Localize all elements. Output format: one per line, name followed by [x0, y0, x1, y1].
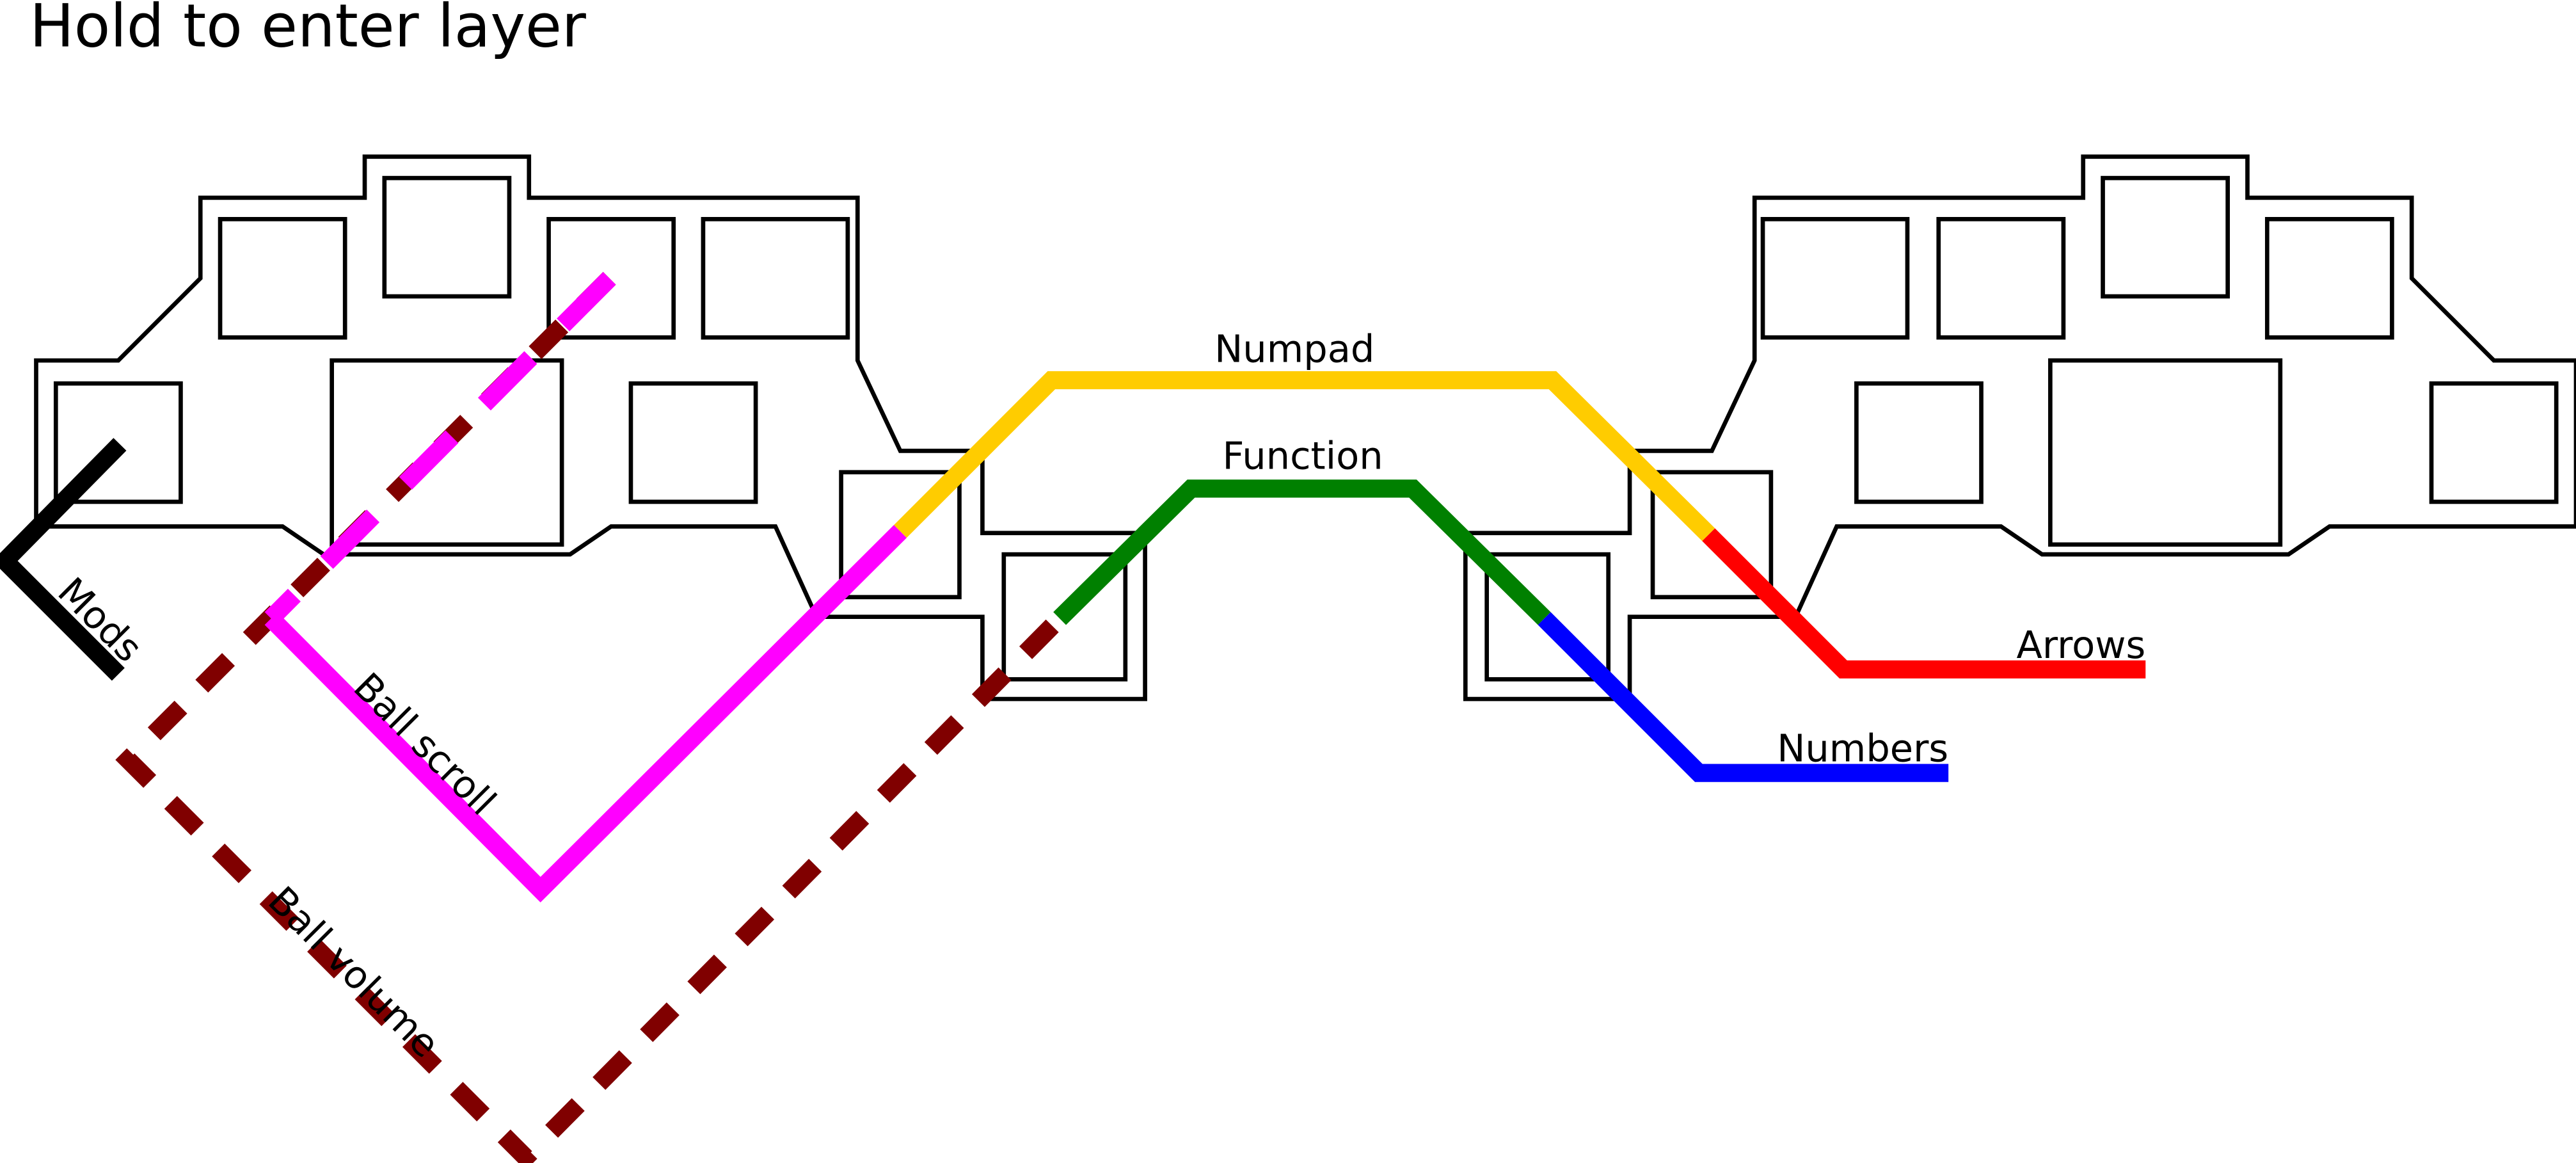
- ball-scroll-route: [264, 271, 616, 625]
- left-key: [53, 381, 183, 504]
- right-key: [2429, 381, 2559, 504]
- left-key: [330, 358, 564, 547]
- ball-scroll-label: Ball scroll: [346, 664, 505, 824]
- right-key: [2264, 217, 2394, 340]
- arrows-label: Arrows: [2016, 623, 2145, 667]
- diagram-title: Hold to enter layer: [29, 0, 586, 61]
- arrows-route: [1702, 528, 2146, 678]
- right-key: [1936, 217, 2066, 340]
- numpad-route: [894, 371, 1715, 541]
- mods-route: [0, 438, 127, 681]
- layer-labels: Numpad Function Arrows Numbers Mods Ball…: [49, 327, 2145, 1066]
- layer-routes: [0, 271, 2146, 1163]
- function-label: Function: [1223, 434, 1383, 478]
- left-key: [628, 381, 758, 504]
- ball-scroll-route-lower: [264, 525, 907, 902]
- right-key: [1760, 217, 1910, 340]
- left-key: [701, 217, 850, 340]
- right-half-outline: [1463, 154, 2576, 702]
- right-key: [2048, 358, 2283, 547]
- left-half-outline: [34, 154, 1147, 702]
- numpad-label: Numpad: [1214, 327, 1374, 371]
- numbers-label: Numbers: [1777, 726, 1948, 771]
- function-route: [1053, 479, 1551, 625]
- numbers-route: [1538, 612, 1949, 782]
- right-keyboard-half: [1463, 154, 2576, 702]
- left-key: [1001, 552, 1128, 682]
- right-key: [1854, 381, 1984, 504]
- left-key: [546, 217, 676, 340]
- right-key: [1650, 470, 1774, 600]
- ball-volume-label: Ball volume: [260, 878, 448, 1066]
- left-key: [839, 470, 962, 600]
- ball-volume-route: [115, 271, 1067, 1163]
- left-key: [218, 217, 347, 340]
- left-key: [382, 175, 512, 299]
- right-key: [2101, 175, 2230, 299]
- left-keyboard-half: [34, 154, 1147, 702]
- right-key: [1484, 552, 1611, 682]
